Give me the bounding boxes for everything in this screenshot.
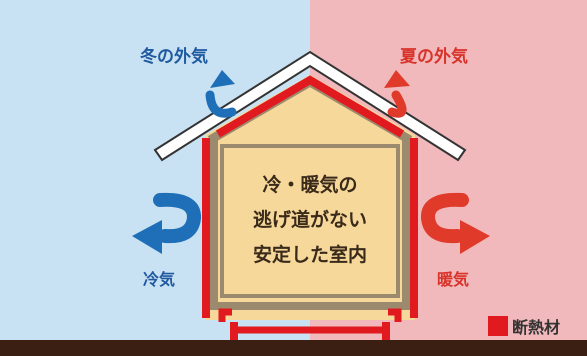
roof-eaves bbox=[153, 50, 467, 162]
interior-line-3: 安定した室内 bbox=[252, 244, 367, 266]
interior-room bbox=[220, 144, 400, 298]
right-wall-frame bbox=[402, 140, 410, 310]
floor-frame bbox=[210, 302, 410, 310]
cool-air-label: 冷気 bbox=[143, 270, 176, 289]
winter-bounce-arrow-icon bbox=[205, 70, 237, 118]
insulation-swatch bbox=[488, 316, 508, 336]
summer-bounce-arrow-icon bbox=[384, 70, 410, 118]
right-wall-insulation bbox=[410, 138, 418, 318]
left-wall-insulation bbox=[202, 138, 210, 318]
floor-insulation-rightpost bbox=[382, 322, 390, 340]
floor-insulation-left bbox=[218, 308, 232, 322]
winter-outside-label: 冬の外気 bbox=[140, 47, 208, 67]
interior-description: 冷・暖気の 逃げ道がない 安定した室内 bbox=[225, 168, 395, 273]
warm-air-label: 暖気 bbox=[437, 270, 470, 289]
warm-air-arrow-icon bbox=[421, 192, 490, 254]
floor-insulation-right bbox=[388, 308, 402, 322]
interior-line-2: 逃げ道がない bbox=[252, 209, 367, 231]
cool-air-arrow-icon bbox=[132, 192, 201, 254]
legend-insulation-label: 断熱材 bbox=[512, 318, 561, 337]
ground-strip bbox=[0, 340, 587, 356]
floor-insulation-leftpost bbox=[230, 322, 238, 340]
legend: 断熱材 bbox=[488, 316, 561, 337]
summer-outside-label: 夏の外気 bbox=[400, 47, 468, 67]
left-wall-frame bbox=[210, 140, 218, 310]
roof-insulation bbox=[215, 75, 405, 138]
interior-line-1: 冷・暖気の bbox=[262, 174, 358, 196]
